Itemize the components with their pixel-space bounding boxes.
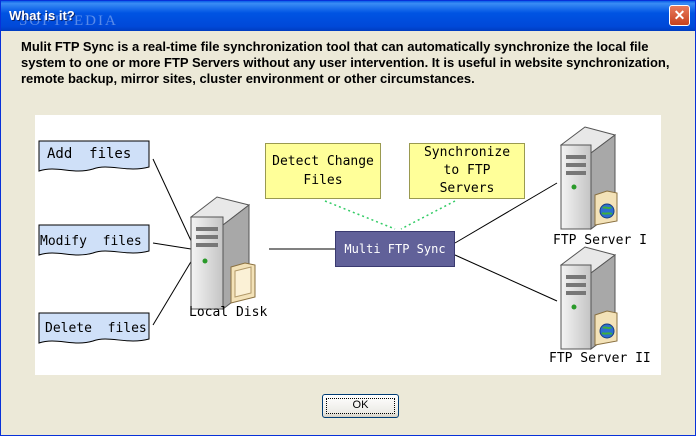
local-disk-label: Local Disk	[189, 305, 268, 320]
focus-ring	[326, 398, 395, 414]
detect-change-note: Detect Change Files	[265, 143, 381, 199]
document-icon	[38, 224, 150, 256]
synchronize-note: Synchronize to FTP Servers	[409, 143, 525, 199]
synchronize-line-2: to FTP	[443, 163, 491, 178]
document-icon	[38, 312, 150, 344]
detect-change-line-2: Files	[303, 173, 343, 188]
sync-diagram: Add files Modify files Delete files Loca…	[35, 115, 661, 375]
globe-icon	[594, 190, 618, 226]
detect-change-line-1: Detect Change	[272, 154, 374, 169]
synchronize-line-1: Synchronize	[423, 145, 511, 160]
dotted-lines	[324, 200, 456, 230]
document-icon	[38, 140, 150, 172]
watermark: SOFTPEDIA	[19, 13, 118, 29]
ok-button[interactable]: OK	[322, 394, 399, 418]
diagram-graphics	[38, 126, 618, 350]
ok-button-label: OK	[352, 399, 369, 411]
modify-files-label: Modify files	[40, 234, 142, 249]
window-title: What is it?	[9, 8, 75, 23]
multi-ftp-sync-box: Multi FTP Sync	[335, 231, 455, 267]
delete-files-label: Delete files	[45, 321, 147, 336]
title-bar[interactable]: SOFTPEDIA What is it? ✕	[1, 1, 695, 31]
close-icon[interactable]: ✕	[669, 5, 690, 26]
description-text: Mulit FTP Sync is a real-time file synch…	[21, 39, 670, 86]
folder-icon	[230, 262, 256, 304]
globe-icon	[594, 310, 618, 346]
add-files-label: Add files	[47, 146, 132, 162]
ftp-server-1-label: FTP Server I	[553, 233, 647, 248]
synchronize-line-3: Servers	[439, 181, 495, 196]
connector-lines	[152, 158, 558, 326]
ftp-server-2-label: FTP Server II	[549, 351, 651, 366]
